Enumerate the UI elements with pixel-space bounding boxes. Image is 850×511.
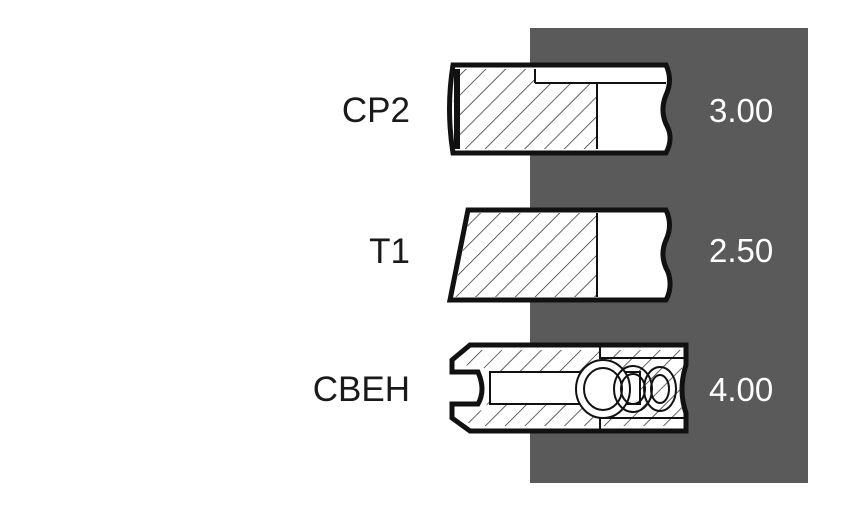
ring-value-cp2: 3.00: [709, 92, 774, 129]
ring-label-t1: T1: [369, 232, 410, 271]
ring-cbeh-profile: [449, 342, 689, 434]
ring-cp2-profile: [447, 62, 673, 156]
ring-value-t1: 2.50: [709, 232, 774, 269]
ring-label-cbeh: CBEH: [312, 370, 410, 409]
ring-t1-profile: [446, 207, 673, 303]
ring-label-cp2: CP2: [341, 91, 410, 130]
ring-value-cbeh: 4.00: [709, 371, 774, 408]
